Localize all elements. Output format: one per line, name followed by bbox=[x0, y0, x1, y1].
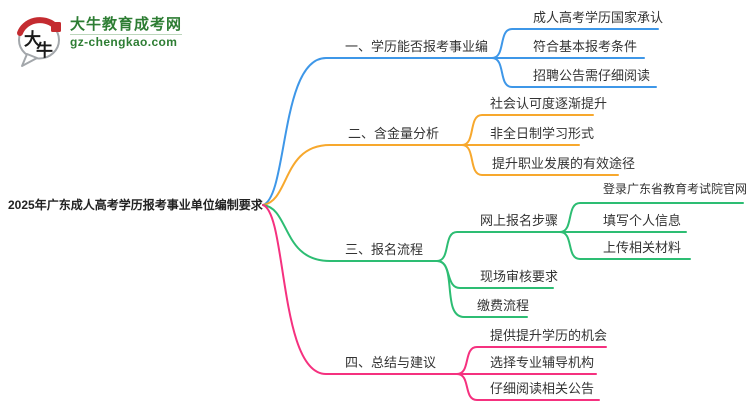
branch1-leaf-3: 招聘公告需仔细阅读 bbox=[533, 68, 651, 83]
branch3-leaf-1: 网上报名步骤 bbox=[480, 213, 559, 228]
branch3-leaf-2: 现场审核要求 bbox=[480, 269, 559, 284]
branch4-connector-lines bbox=[262, 204, 607, 401]
branch4-leaf-1: 提供提升学历的机会 bbox=[490, 328, 608, 343]
branch2-leaf-2: 非全日制学习形式 bbox=[490, 126, 595, 141]
branch3-label: 三、报名流程 bbox=[345, 242, 424, 257]
branch2-label: 二、含金量分析 bbox=[348, 126, 440, 141]
branch2-connector-lines bbox=[262, 114, 619, 206]
logo-bubble-char-1: 大 bbox=[24, 29, 41, 49]
branch1-leaf-2: 符合基本报考条件 bbox=[533, 39, 638, 54]
logo-domain: gz-chengkao.com bbox=[70, 34, 183, 49]
branch4-label: 四、总结与建议 bbox=[345, 355, 437, 370]
branch1-leaf-1: 成人高考学历国家承认 bbox=[533, 10, 664, 25]
branch4-leaf-3: 仔细阅读相关公告 bbox=[490, 381, 595, 396]
branch3-leaf-3: 缴费流程 bbox=[477, 298, 530, 313]
branch1-connector-lines bbox=[262, 28, 659, 206]
branch3-subleaf-3: 上传相关材料 bbox=[603, 240, 682, 255]
branch3-subleaf-2: 填写个人信息 bbox=[603, 213, 682, 228]
branch4-leaf-2: 选择专业辅导机构 bbox=[490, 355, 595, 370]
logo-text: 大牛教育成考网 gz-chengkao.com bbox=[70, 12, 183, 49]
logo-title: 大牛教育成考网 bbox=[70, 16, 183, 33]
logo-red-seal bbox=[51, 22, 61, 32]
logo-red-arc bbox=[17, 17, 57, 36]
logo-bubble-icon: 大 牛 bbox=[17, 17, 61, 67]
branch3-subleaf-1: 登录广东省教育考试院官网 bbox=[603, 182, 748, 196]
site-logo: 大 牛 大牛教育成考网 gz-chengkao.com bbox=[14, 12, 183, 68]
node-root: 2025年广东成人高考学历报考事业单位编制要求 bbox=[8, 198, 263, 212]
branch1-label: 一、学历能否报考事业编 bbox=[345, 39, 489, 54]
branch2-leaf-3: 提升职业发展的有效途径 bbox=[492, 156, 636, 171]
branch3-connector-lines bbox=[262, 202, 744, 318]
logo-bubble-char-2: 牛 bbox=[36, 40, 53, 60]
branch2-leaf-1: 社会认可度逐渐提升 bbox=[490, 96, 608, 111]
